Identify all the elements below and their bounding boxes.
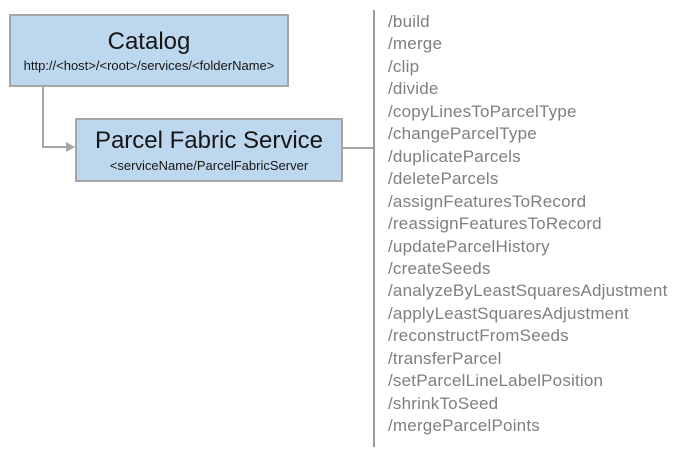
- endpoint-item: /reconstructFromSeeds: [388, 326, 569, 346]
- endpoint-item: /createSeeds: [388, 258, 491, 278]
- service-title: Parcel Fabric Service: [94, 127, 324, 155]
- arrow-right-icon: [66, 142, 75, 152]
- endpoint-item: /applyLeastSquaresAdjustment: [388, 303, 629, 323]
- connector-horizontal-segment: [42, 146, 66, 148]
- endpoint-item: /merge: [388, 34, 443, 54]
- endpoint-list: /build /merge /clip /divide /copyLinesTo…: [388, 11, 668, 438]
- endpoint-item: /build: [388, 12, 430, 31]
- parcel-fabric-service-box: Parcel Fabric Service <serviceName/Parce…: [75, 118, 343, 182]
- endpoint-item: /mergeParcelPoints: [388, 416, 540, 436]
- service-to-list-line: [343, 147, 374, 149]
- endpoint-item: /duplicateParcels: [388, 146, 521, 166]
- catalog-title: Catalog: [107, 27, 191, 55]
- endpoint-item: /analyzeByLeastSquaresAdjustment: [388, 281, 668, 301]
- connector-vertical-segment: [42, 87, 44, 147]
- endpoint-item: /transferParcel: [388, 348, 502, 368]
- endpoint-item: /copyLinesToParcelType: [388, 101, 577, 121]
- catalog-url: http://<host>/<root>/services/<folderNam…: [23, 58, 275, 74]
- endpoint-item: /clip: [388, 56, 420, 76]
- endpoint-item: /deleteParcels: [388, 169, 499, 189]
- endpoint-list-divider: [373, 10, 375, 447]
- catalog-box: Catalog http://<host>/<root>/services/<f…: [9, 14, 289, 87]
- service-url: <serviceName/ParcelFabricServer: [109, 157, 309, 173]
- endpoint-item: /changeParcelType: [388, 124, 537, 144]
- endpoint-item: /setParcelLineLabelPosition: [388, 371, 604, 391]
- endpoint-item: /divide: [388, 79, 439, 99]
- endpoint-item: /shrinkToSeed: [388, 393, 499, 413]
- endpoint-item: /reassignFeaturesToRecord: [388, 214, 602, 234]
- endpoint-item: /updateParcelHistory: [388, 236, 550, 256]
- endpoint-item: /assignFeaturesToRecord: [388, 191, 587, 211]
